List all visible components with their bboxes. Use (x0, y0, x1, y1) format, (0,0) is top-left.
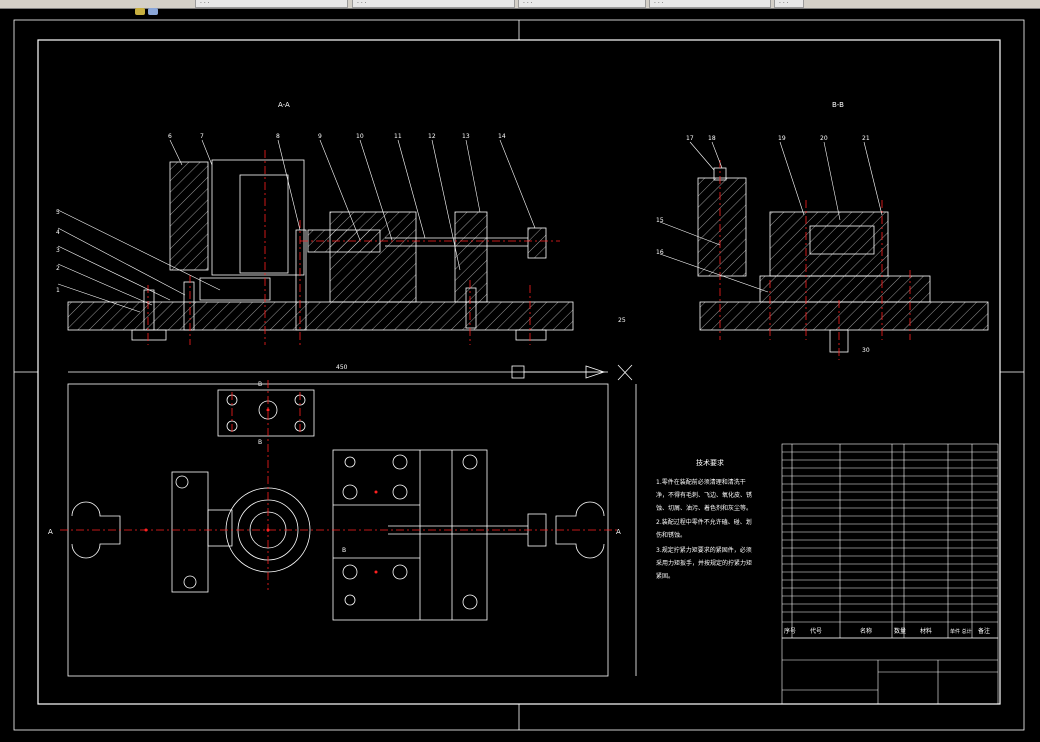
balloon-3: 3 (56, 247, 60, 254)
balloon-8: 8 (276, 133, 280, 140)
tab-3[interactable]: · · · (518, 0, 646, 8)
tech-note-line-4: 2.装配过程中零件不允许磕、碰、划 (656, 518, 752, 526)
layer-icon[interactable] (135, 8, 145, 15)
bom-col-remarks: 备注 (978, 627, 990, 635)
balloon-labels-b: 17 18 19 20 21 15 16 (656, 135, 870, 256)
balloon-15: 15 (656, 217, 664, 224)
drawing-frame (13, 19, 1025, 731)
balloon-9: 9 (318, 133, 322, 140)
balloon-16: 16 (656, 249, 664, 256)
bom-col-name: 名称 (860, 627, 872, 635)
balloon-12: 12 (428, 133, 436, 140)
view-mark-a-left: A (48, 528, 53, 536)
view-mark-a-right: A (616, 528, 621, 536)
drawing-tab-bar: · · · · · · · · · · · · · · · (0, 0, 1040, 15)
tab-4[interactable]: · · · (649, 0, 771, 8)
dim-height-a: 25 (618, 317, 626, 324)
tech-notes-title: 技术要求 (696, 458, 724, 467)
bom-col-code: 代号 (810, 627, 822, 635)
tech-notes: 技术要求 1.零件在装配前必须清理和清洗干 净，不得有毛刺、飞边、氧化皮、锈 蚀… (656, 458, 752, 580)
bom-col-index: 序号 (784, 627, 796, 635)
balloon-4: 4 (56, 229, 60, 236)
drawing-canvas[interactable]: A-A (0, 10, 1040, 742)
balloon-20: 20 (820, 135, 828, 142)
balloon-2: 2 (56, 265, 60, 272)
section-a-label: A-A (278, 101, 290, 109)
balloon-13: 13 (462, 133, 470, 140)
view-mark-b-top: B (258, 381, 262, 388)
balloon-19: 19 (778, 135, 786, 142)
section-a-view: A-A (56, 101, 626, 345)
balloon-17: 17 (686, 135, 694, 142)
toolbar-icons (135, 0, 180, 15)
section-b-label: B-B (832, 101, 844, 109)
balloon-labels-a: 1 2 3 4 5 6 7 8 9 10 11 12 13 14 (56, 133, 506, 294)
tab-1[interactable]: · · · (195, 0, 348, 8)
bom-col-weight: 单件 总计 (950, 628, 972, 635)
tech-note-line-8: 紧固。 (656, 572, 674, 580)
view-mark-b-bottom: B (258, 439, 262, 446)
bom-col-material: 材料 (920, 627, 932, 635)
balloon-21: 21 (862, 135, 870, 142)
plan-view: 450 (48, 364, 637, 677)
bill-of-materials (781, 443, 999, 705)
view-mark-b-mid: B (342, 547, 346, 554)
view-marks: A A B B B (48, 381, 621, 554)
balloon-1: 1 (56, 287, 60, 294)
tech-note-line-5: 伤和锈蚀。 (656, 531, 686, 539)
balloon-14: 14 (498, 133, 506, 140)
leader-lines-a (57, 139, 536, 313)
balloon-7: 7 (200, 133, 204, 140)
tech-note-line-1: 1.零件在装配前必须清理和清洗干 (656, 478, 746, 486)
bom-col-qty: 数量 (894, 627, 906, 635)
tech-note-line-2: 净，不得有毛刺、飞边、氧化皮、锈 (656, 491, 752, 499)
bom-header: 序号 代号 名称 数量 材料 单件 总计 备注 (784, 627, 990, 635)
dim-height-b: 30 (862, 347, 870, 354)
tab-2[interactable]: · · · (352, 0, 515, 8)
balloon-11: 11 (394, 133, 402, 140)
section-b-view: B-B 17 18 (656, 101, 989, 360)
dim-overall-length: 450 (336, 364, 348, 371)
balloon-10: 10 (356, 133, 364, 140)
tech-note-line-7: 采用力矩扳手，并按规定的拧紧力矩 (656, 559, 752, 567)
properties-icon[interactable] (148, 8, 158, 15)
balloon-5: 5 (56, 209, 60, 216)
tech-note-line-3: 蚀、切屑、油污、着色剂和灰尘等。 (656, 504, 752, 512)
tech-note-line-6: 3.规定拧紧力矩要求的紧固件，必须 (656, 546, 752, 554)
balloon-6: 6 (168, 133, 172, 140)
tab-5[interactable]: · · · (774, 0, 804, 8)
balloon-18: 18 (708, 135, 716, 142)
